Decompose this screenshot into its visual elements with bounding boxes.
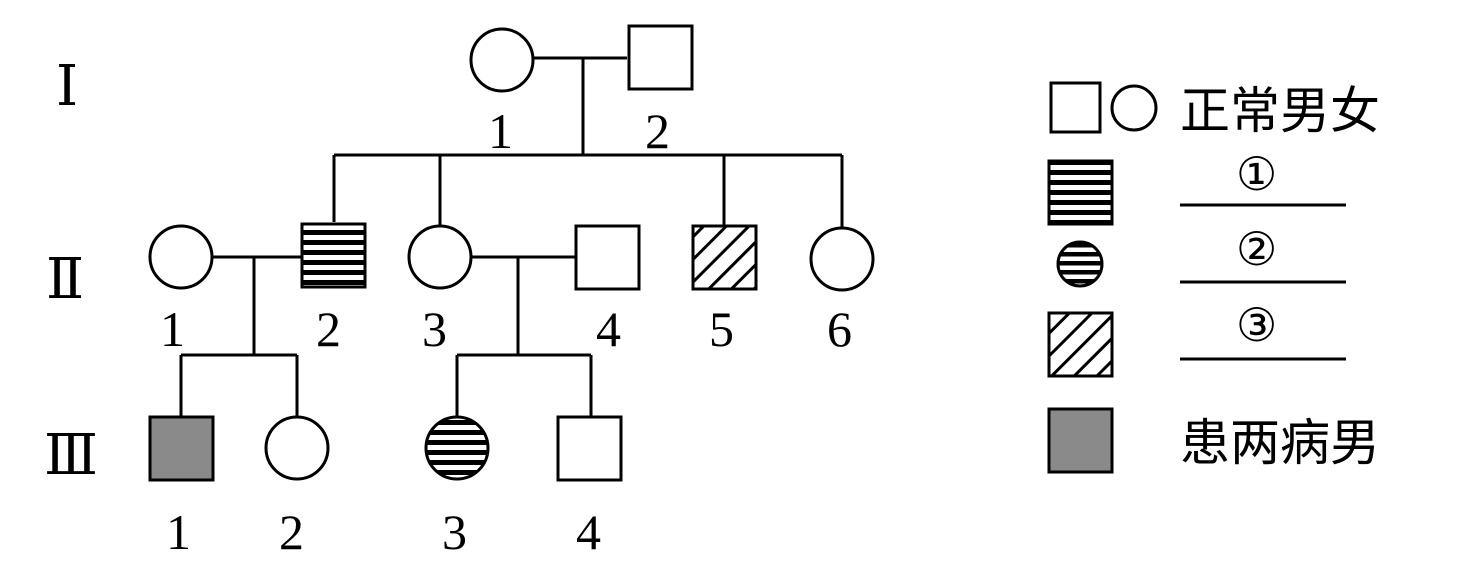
number-g3-4: 4: [576, 504, 601, 560]
number-g2-1: 1: [160, 301, 185, 357]
legend: 正常男女 ① ② ③ 患两病男: [1047, 81, 1380, 474]
number-g3-3: 3: [442, 504, 467, 560]
number-g1-1: 1: [488, 103, 513, 159]
legend-normal-text: 正常男女: [1180, 82, 1380, 140]
number-g2-3: 3: [422, 301, 447, 357]
legend-normal-male-icon: [1049, 81, 1102, 134]
legend-disease2-female-icon: [1056, 240, 1104, 288]
male-g2-2-affected-1: [300, 222, 367, 289]
number-g1-2: 2: [645, 103, 670, 159]
male-g2-5-affected-3: [691, 224, 758, 291]
female-g3-2: [264, 415, 330, 481]
male-g1-2: [627, 24, 694, 91]
female-g2-1: [148, 224, 214, 290]
legend-both-disease-text: 患两病男: [1180, 414, 1380, 472]
legend-disease3-male-icon: [1047, 311, 1114, 378]
female-g1-1: [469, 27, 535, 93]
male-g3-4: [556, 415, 623, 482]
legend-normal-female-icon: [1110, 84, 1158, 132]
legend-blank1-label: ①: [1236, 147, 1277, 201]
female-g2-6: [809, 226, 875, 292]
male-g3-1-both: [148, 415, 215, 482]
generation-label-2: Ⅱ: [46, 249, 84, 311]
female-g2-3: [407, 224, 473, 290]
number-g2-5: 5: [709, 301, 734, 357]
legend-blank2-label: ②: [1236, 222, 1277, 276]
legend-both-disease-male-icon: [1047, 407, 1114, 474]
generation-label-1: Ⅰ: [56, 56, 78, 118]
number-g2-2: 2: [316, 301, 341, 357]
generation-label-3: Ⅲ: [44, 425, 98, 487]
male-g2-4: [574, 224, 641, 291]
number-g2-6: 6: [827, 301, 852, 357]
number-g2-4: 4: [596, 301, 621, 357]
number-g3-2: 2: [279, 504, 304, 560]
number-g3-1: 1: [166, 504, 191, 560]
legend-disease1-male-icon: [1047, 159, 1114, 226]
female-g3-3-affected-2: [424, 415, 490, 481]
legend-blank3-label: ③: [1236, 298, 1277, 352]
